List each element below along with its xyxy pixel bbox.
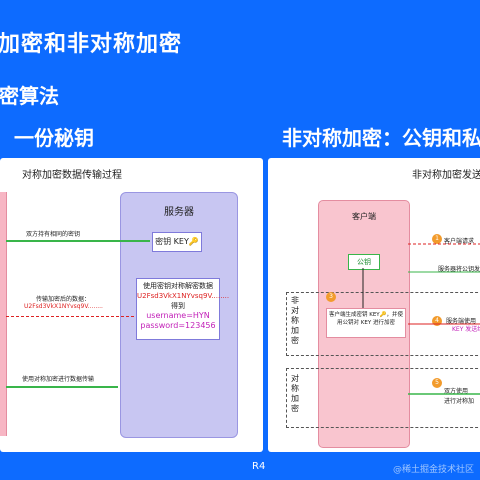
key-box: 密钥 KEY🔑 — [152, 232, 202, 252]
client-bar — [0, 192, 7, 436]
asymmetric-arrows — [362, 243, 480, 395]
right-heading: 非对称加密：公钥和私 — [282, 126, 480, 150]
sym-vertical-label: 对 称 加 密 — [291, 374, 299, 413]
encrypted-label: 传输加密后的数据： — [36, 296, 91, 303]
step-4-icon: 4 — [432, 316, 442, 326]
symmetric-caption: 对称加密数据传输过程 — [22, 170, 122, 181]
shared-key-label: 双方持有相同的密钥 — [26, 231, 81, 238]
password-value: password=123456 — [140, 321, 216, 330]
encrypted-value: U2Fsd3VkX1NYvsq9V........ — [24, 303, 103, 310]
step-3-icon: 3 — [326, 292, 336, 302]
slide-title: 加密和非对称加密 — [0, 32, 183, 57]
asymmetric-diagram-panel: 非对称加密发送 客户端 公钥 客户端生成密钥 KEY🔑，并使用公钥对 KEY 进… — [268, 158, 480, 452]
left-heading: 一份秘钥 — [14, 126, 94, 150]
username-value: username=HYN — [146, 311, 210, 320]
decrypt-result: 得到 — [171, 302, 185, 310]
section-title: 密算法 — [0, 84, 59, 108]
page-number: R4 — [252, 461, 266, 472]
decrypt-box: 使用密钥对称解密数据 U2Fsd3VkX1NYvsq9V........ 得到 … — [136, 278, 230, 340]
step-5-icon: 5 — [432, 378, 442, 388]
step-1-icon: 1 — [432, 234, 442, 244]
step-2-text: 服务器将公钥发 — [438, 266, 480, 273]
step-5-text: 双方使用 — [444, 388, 469, 395]
decrypt-title: 使用密钥对称解密数据 — [143, 282, 213, 290]
client-title: 客户端 — [352, 212, 376, 221]
step-4b-text: KEY 发送给 — [452, 326, 480, 333]
watermark: @稀土掘金技术社区 — [392, 465, 474, 475]
asymmetric-group — [286, 292, 480, 356]
step-1-text: 客户端请求 — [444, 238, 475, 245]
step-5b-text: 进行对称加 — [444, 398, 475, 405]
asym-vertical-label: 非 对 称 加 密 — [291, 296, 299, 345]
transfer-arrow — [6, 386, 118, 388]
client-message: 客户端生成密钥 KEY🔑，并使用公钥对 KEY 进行加密 — [326, 308, 406, 338]
asymmetric-caption: 非对称加密发送 — [412, 170, 480, 181]
step-4-text: 服务端使用 — [446, 318, 477, 325]
server-title: 服务器 — [164, 207, 194, 218]
shared-key-arrow — [6, 240, 150, 242]
pubkey-box: 公钥 — [348, 254, 380, 270]
transfer-label: 使用对称加密进行数据传输 — [22, 376, 95, 383]
encrypted-arrow — [6, 316, 134, 317]
decrypt-value: U2Fsd3VkX1NYvsq9V........ — [137, 292, 230, 300]
symmetric-group — [286, 368, 480, 428]
